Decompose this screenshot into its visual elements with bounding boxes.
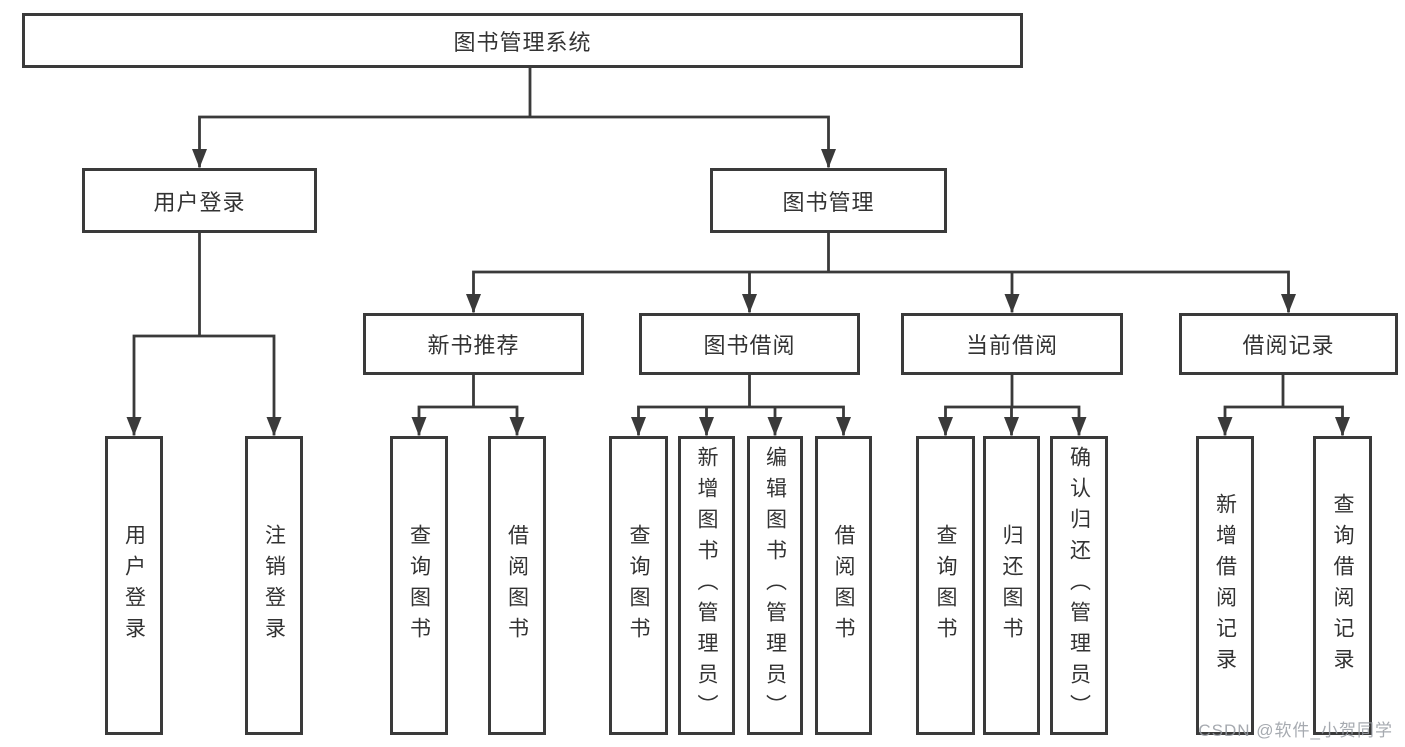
connector-borrowing-records: [1223, 373, 1344, 436]
node-current-borrowing: 当前借阅: [901, 313, 1123, 375]
node-label: 编辑图书（管理员）: [763, 446, 787, 725]
node-return-books: 归还图书: [983, 436, 1040, 735]
node-label: 当前借阅: [965, 333, 1058, 358]
node-borrowing-records: 借阅记录: [1179, 313, 1398, 375]
node-label: 新增图书（管理员）: [695, 446, 718, 725]
arrowhead: [836, 417, 851, 436]
connector-root: [198, 66, 830, 168]
arrowhead: [1004, 294, 1020, 313]
node-user-login-leaf: 用户登录: [105, 436, 163, 735]
arrowhead: [1281, 294, 1296, 313]
connector-user-login: [132, 231, 276, 436]
node-borrow-books-leaf: 借阅图书: [815, 436, 872, 735]
node-query-books-borrowing: 查询图书: [609, 436, 668, 735]
node-label: 查询图书: [627, 523, 650, 648]
arrowhead: [192, 149, 207, 168]
node-query-books-recommend: 查询图书: [390, 436, 448, 735]
node-book-management: 图书管理: [710, 168, 947, 233]
node-label: 查询图书: [934, 523, 957, 648]
node-edit-book-admin: 编辑图书（管理员）: [747, 436, 803, 735]
arrowhead: [1335, 417, 1350, 436]
node-label: 用户登录: [122, 523, 146, 648]
arrowhead: [938, 417, 953, 436]
arrowhead: [1217, 417, 1233, 436]
node-add-book-admin: 新增图书（管理员）: [678, 436, 735, 735]
node-new-book-recommend: 新书推荐: [363, 313, 584, 375]
arrowhead: [821, 149, 836, 168]
node-logout-login: 注销登录: [245, 436, 303, 735]
node-label: 归还图书: [1000, 523, 1023, 648]
node-label: 新书推荐: [427, 333, 520, 358]
arrowhead: [1071, 417, 1087, 436]
node-label: 图书管理系统: [453, 29, 592, 55]
node-confirm-return-admin: 确认归还（管理员）: [1050, 436, 1108, 735]
arrowhead: [411, 417, 427, 436]
node-add-borrow-record: 新增借阅记录: [1196, 436, 1254, 735]
node-label: 确认归还（管理员）: [1067, 446, 1091, 725]
node-library-management-system: 图书管理系统: [22, 13, 1023, 68]
arrowhead: [742, 294, 757, 313]
arrowhead: [466, 294, 481, 313]
node-user-login: 用户登录: [82, 168, 317, 233]
connector-new-book: [417, 373, 519, 436]
arrowhead: [1004, 417, 1019, 436]
arrowhead: [699, 417, 714, 436]
arrowhead: [126, 417, 142, 436]
node-label: 用户登录: [153, 189, 246, 215]
node-label: 借阅记录: [1242, 333, 1335, 358]
node-label: 借阅图书: [832, 523, 855, 648]
connector-book-borrowing: [637, 373, 845, 436]
node-label: 图书管理: [782, 189, 875, 215]
connector-book-management: [472, 231, 1290, 313]
watermark-text: CSDN @软件_小贺同学: [1198, 721, 1393, 740]
node-label: 借阅图书: [505, 523, 529, 648]
node-label: 注销登录: [262, 523, 286, 648]
node-query-books-current: 查询图书: [916, 436, 975, 735]
node-label: 新增借阅记录: [1213, 492, 1237, 679]
node-label: 查询借阅记录: [1331, 492, 1354, 679]
node-label: 图书借阅: [703, 333, 796, 358]
node-query-borrow-record: 查询借阅记录: [1313, 436, 1372, 735]
node-label: 查询图书: [407, 523, 431, 648]
arrowhead: [767, 417, 783, 436]
arrowhead: [631, 417, 646, 436]
arrowhead: [509, 417, 525, 436]
node-book-borrowing: 图书借阅: [639, 313, 860, 375]
arrowhead: [266, 417, 282, 436]
node-borrow-books-recommend: 借阅图书: [488, 436, 546, 735]
